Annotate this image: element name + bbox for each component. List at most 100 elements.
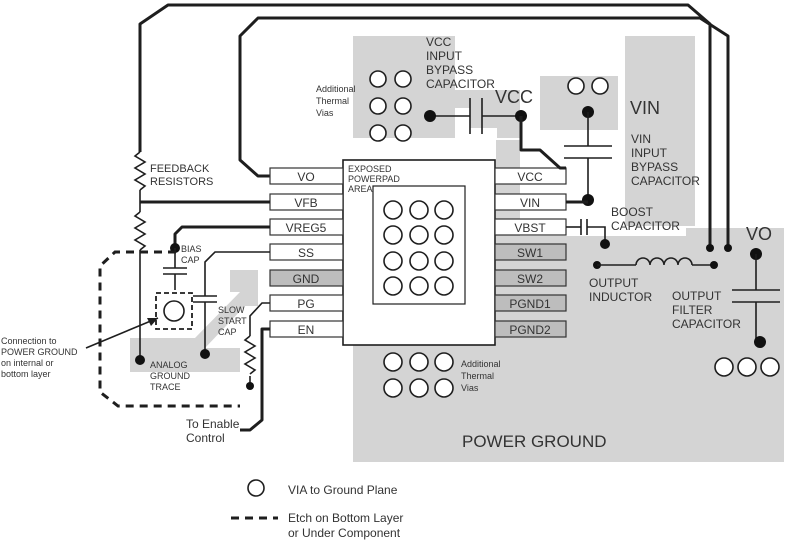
svg-text:CAPACITOR: CAPACITOR xyxy=(631,174,700,188)
pin-gnd xyxy=(269,269,344,287)
right-pins: VCC VIN VBST SW1 SW2 PGND1 PGND2 xyxy=(494,167,567,338)
svg-text:CAPACITOR: CAPACITOR xyxy=(426,77,495,91)
analog-ground-trace xyxy=(130,270,258,348)
slow-start-capacitor xyxy=(193,251,270,359)
analog-ground-label: ANALOG GROUND TRACE xyxy=(150,360,190,392)
power-ground-label: POWER GROUND xyxy=(462,432,607,451)
svg-text:POWER GROUND: POWER GROUND xyxy=(1,347,78,357)
legend-etch-text: or Under Component xyxy=(288,526,401,540)
exposed-pad-label: EXPOSED POWERPAD AREA xyxy=(348,164,400,194)
pin-label: VBST xyxy=(514,221,546,235)
thermal-vias-top xyxy=(369,70,412,142)
ground-connection-box xyxy=(155,292,193,330)
svg-text:Thermal: Thermal xyxy=(461,371,494,381)
pin-vcc xyxy=(494,167,567,185)
analog-ground-area xyxy=(130,348,240,372)
pin-label: SW2 xyxy=(517,272,543,286)
arrow-head xyxy=(147,318,158,326)
svg-text:INPUT: INPUT xyxy=(426,49,463,63)
feedback-resistors xyxy=(133,151,270,365)
via-legend-icon xyxy=(247,479,265,497)
pin-label: VREG5 xyxy=(286,221,327,235)
boost-cap-label: BOOST CAPACITOR xyxy=(611,205,680,233)
vin-net-label: VIN xyxy=(630,98,660,118)
pin-label: PGND2 xyxy=(509,323,551,337)
thermal-vias-top-label: Additional Thermal Vias xyxy=(316,84,356,118)
pin-pgnd1 xyxy=(494,294,567,312)
enable-control-label: To Enable Control xyxy=(186,417,240,445)
svg-text:VIN: VIN xyxy=(631,132,651,146)
powerpad-vias xyxy=(383,200,454,296)
pin-label: PGND1 xyxy=(509,297,551,311)
pin-sw2 xyxy=(494,269,567,287)
bottom-layer-etch xyxy=(98,250,240,408)
pin-label: VCC xyxy=(517,170,543,184)
en-trace xyxy=(240,327,270,432)
output-filter-capacitor xyxy=(732,248,780,348)
svg-text:Control: Control xyxy=(186,431,225,445)
pin-label: SW1 xyxy=(517,246,543,260)
svg-text:ANALOG: ANALOG xyxy=(150,360,188,370)
svg-text:Additional: Additional xyxy=(461,359,501,369)
vcc-cap-label: VCC INPUT BYPASS CAPACITOR xyxy=(426,35,495,91)
svg-text:CAPACITOR: CAPACITOR xyxy=(672,317,741,331)
pin-label: GND xyxy=(293,272,320,286)
slow-start-cap-label: SLOW START CAP xyxy=(218,305,247,337)
svg-text:OUTPUT: OUTPUT xyxy=(672,289,722,303)
svg-text:bottom layer: bottom layer xyxy=(1,369,51,379)
bias-cap-label: BIAS CAP xyxy=(181,244,202,265)
power-ground-plane xyxy=(353,36,784,462)
pin-label: VO xyxy=(297,170,314,184)
pin-pgnd2 xyxy=(494,320,567,338)
svg-text:Thermal: Thermal xyxy=(316,96,349,106)
svg-text:FEEDBACK: FEEDBACK xyxy=(150,163,210,175)
vcc-net-label: VCC xyxy=(495,87,533,107)
svg-text:AREA: AREA xyxy=(348,184,373,194)
powerpad-outline xyxy=(372,185,466,305)
svg-text:Connection to: Connection to xyxy=(1,336,57,346)
svg-text:Vias: Vias xyxy=(461,383,479,393)
svg-text:To Enable: To Enable xyxy=(186,417,240,431)
svg-text:CAP: CAP xyxy=(218,327,237,337)
vo-feedback-dot xyxy=(706,244,714,252)
pin-vo xyxy=(269,167,344,185)
svg-text:BIAS: BIAS xyxy=(181,244,202,254)
output-filter-cap-label: OUTPUT FILTER CAPACITOR xyxy=(672,289,741,331)
legend: VIA to Ground Plane Etch on Bottom Layer… xyxy=(231,479,403,540)
pg-trace xyxy=(243,302,270,390)
boost-capacitor xyxy=(566,219,610,249)
pin-label: SS xyxy=(298,246,314,260)
vo-net-label: VO xyxy=(746,224,772,244)
thermal-vias-bottom xyxy=(383,352,454,398)
pin-sw1 xyxy=(494,243,567,261)
pin-label: PG xyxy=(297,297,314,311)
vo-sense-dot xyxy=(724,244,732,252)
svg-text:OUTPUT: OUTPUT xyxy=(589,276,639,290)
output-inductor-label: OUTPUT INDUCTOR xyxy=(589,276,652,304)
vcc-bypass-capacitor xyxy=(424,98,566,170)
vin-cap-label: VIN INPUT BYPASS CAPACITOR xyxy=(631,132,700,188)
pin-label: VIN xyxy=(520,196,540,210)
svg-text:BOOST: BOOST xyxy=(611,205,654,219)
feedback-resistors-label: FEEDBACK RESISTORS xyxy=(150,163,213,188)
pin-label: VFB xyxy=(294,196,317,210)
connection-note: Connection to POWER GROUND on internal o… xyxy=(1,336,78,379)
svg-text:START: START xyxy=(218,316,247,326)
svg-text:TRACE: TRACE xyxy=(150,382,181,392)
legend-via-text: VIA to Ground Plane xyxy=(288,483,398,497)
vin-vias xyxy=(567,77,609,95)
svg-text:INDUCTOR: INDUCTOR xyxy=(589,290,652,304)
legend-etch-text: Etch on Bottom Layer xyxy=(288,511,403,525)
left-pins: VO VFB VREG5 SS GND PG EN xyxy=(269,167,344,338)
svg-text:SLOW: SLOW xyxy=(218,305,245,315)
svg-text:on internal or: on internal or xyxy=(1,358,54,368)
svg-text:POWERPAD: POWERPAD xyxy=(348,174,400,184)
output-inductor xyxy=(593,257,718,269)
svg-text:INPUT: INPUT xyxy=(631,146,668,160)
feedback-trace xyxy=(138,3,730,248)
svg-text:CAP: CAP xyxy=(181,255,200,265)
svg-text:BYPASS: BYPASS xyxy=(631,160,678,174)
svg-text:EXPOSED: EXPOSED xyxy=(348,164,392,174)
svg-text:CAPACITOR: CAPACITOR xyxy=(611,219,680,233)
